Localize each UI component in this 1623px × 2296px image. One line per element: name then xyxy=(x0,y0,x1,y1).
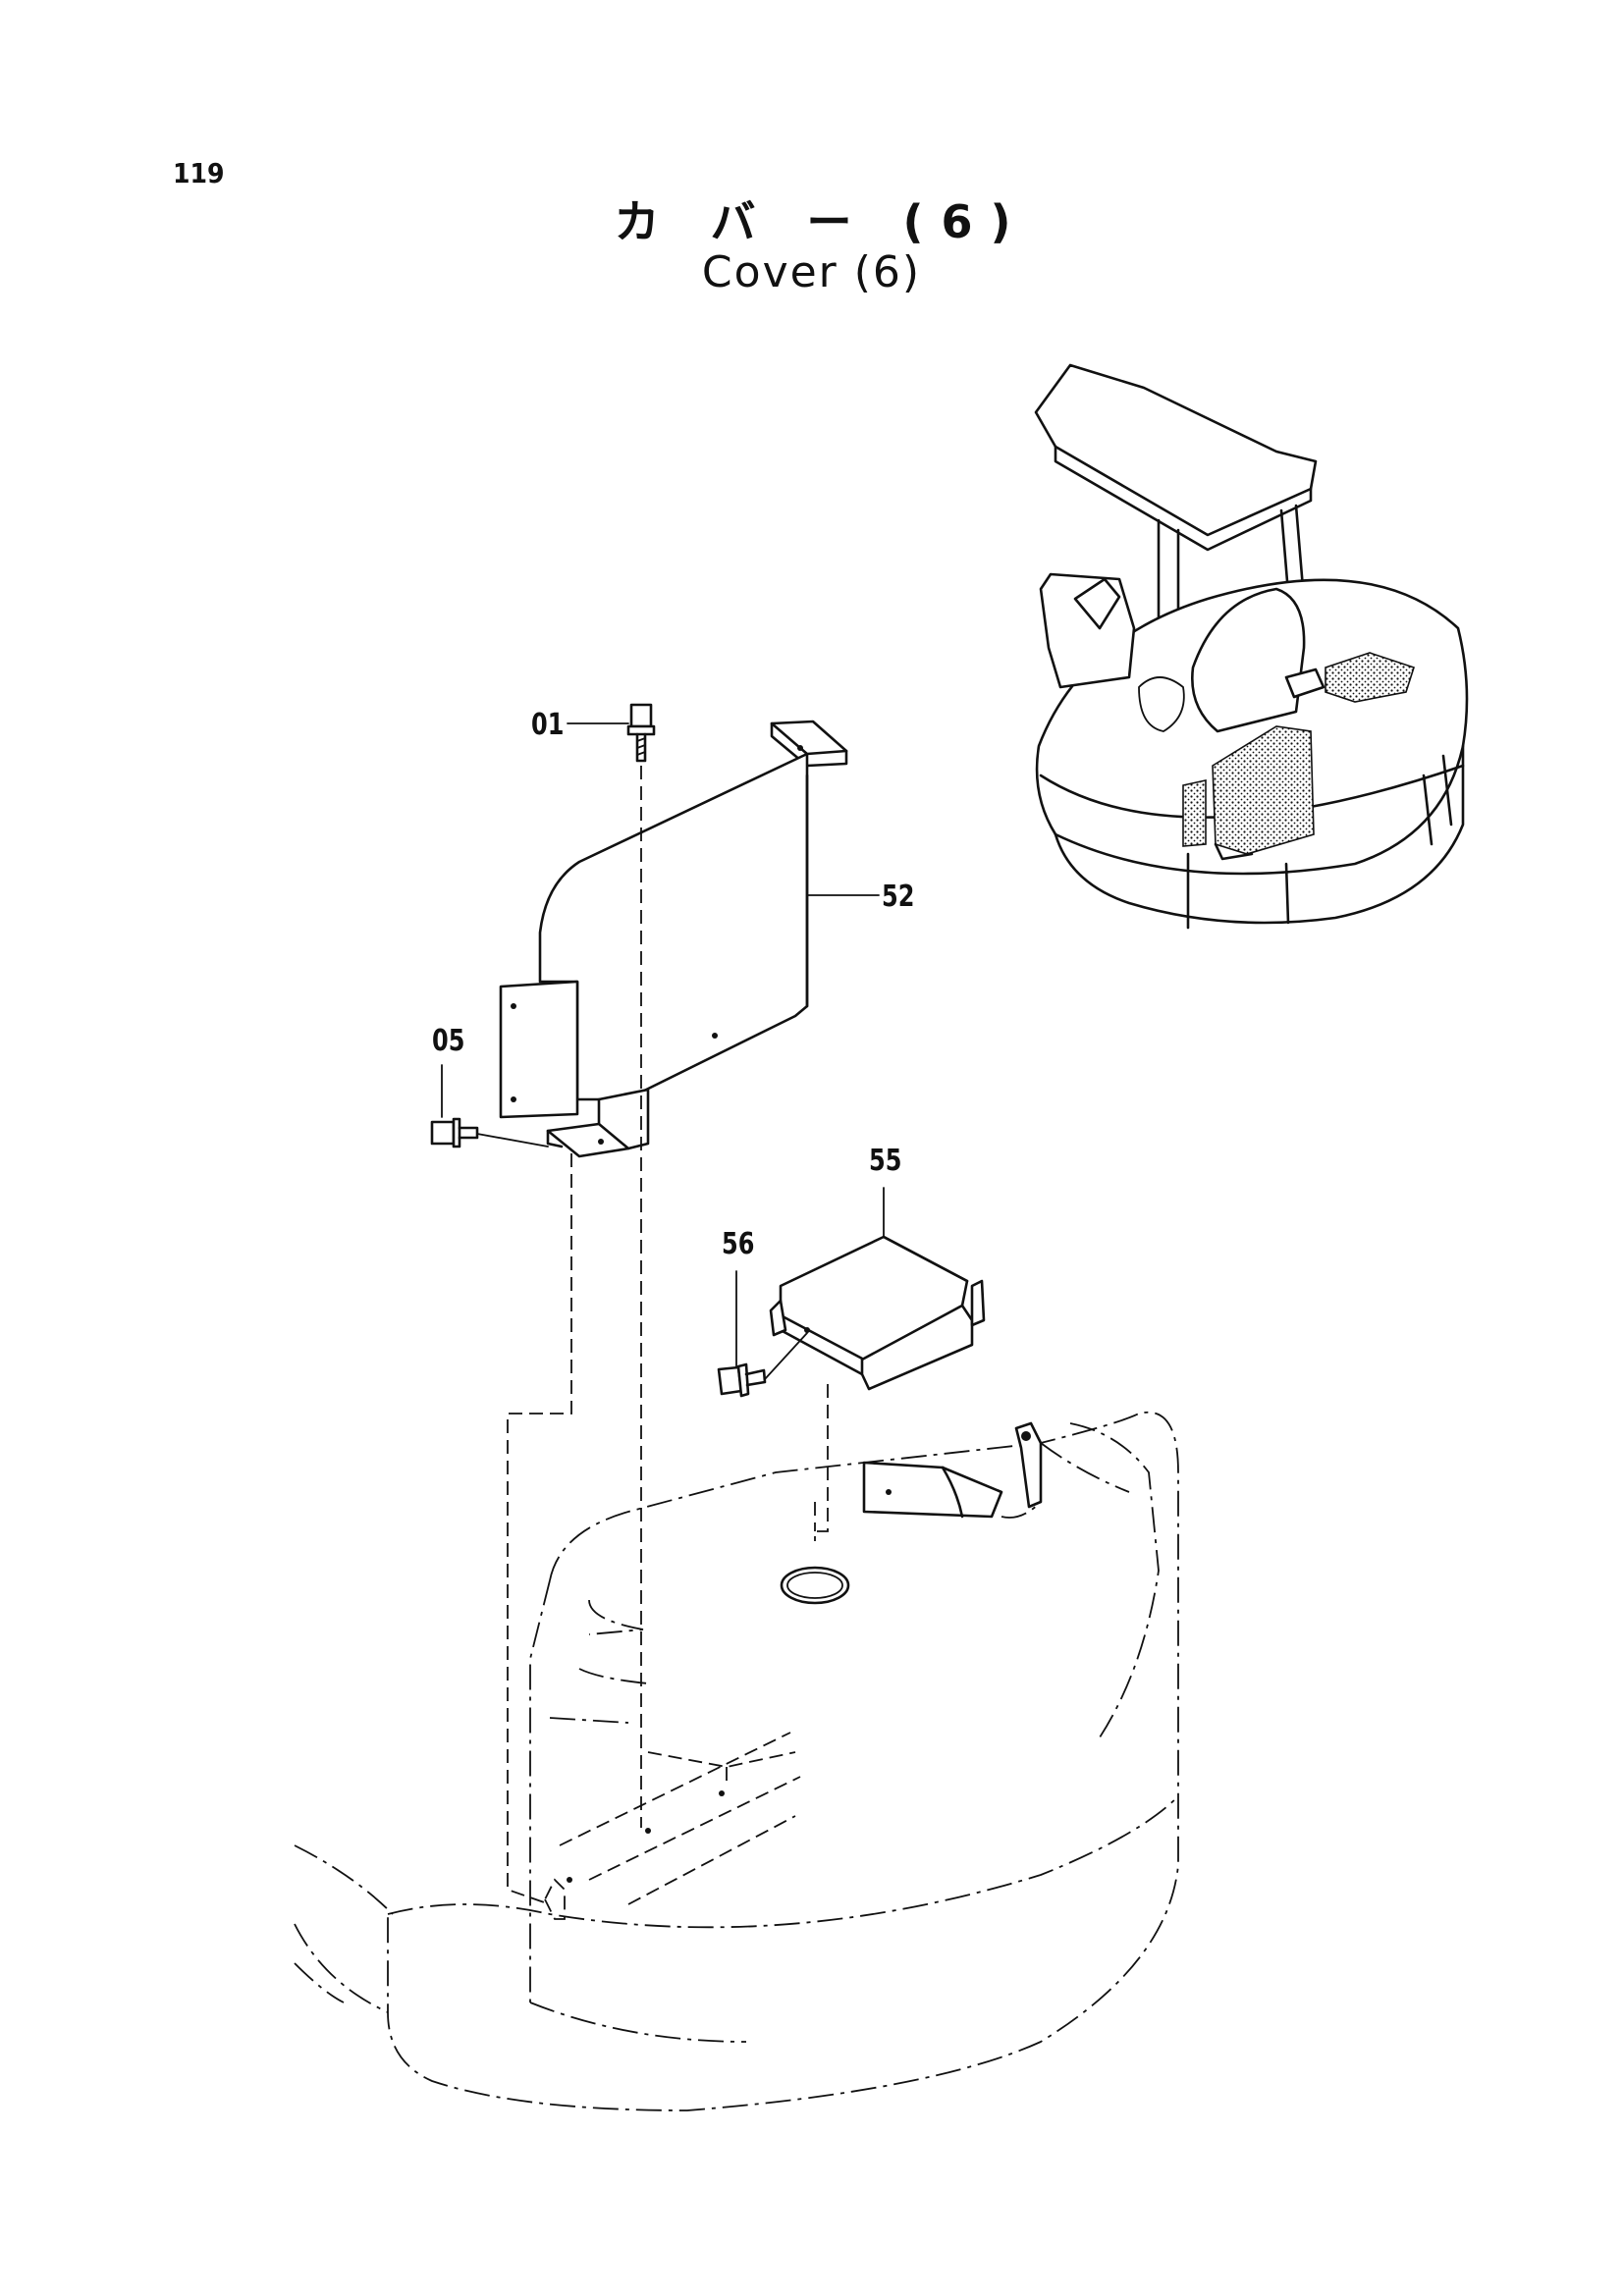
counterweight-body xyxy=(294,1411,1179,2111)
bolt-56 xyxy=(717,1362,767,1398)
callout-leaders xyxy=(441,722,885,1380)
assembly-guide-lines xyxy=(507,766,829,1905)
callout-05: 05 xyxy=(432,1024,465,1058)
machine-overview-inset xyxy=(1034,363,1469,930)
callout-01: 01 xyxy=(531,708,565,742)
page-number: 119 xyxy=(173,157,225,189)
page-title-english: Cover (6) xyxy=(701,247,922,297)
side-cover-plate-52 xyxy=(499,720,848,1158)
callout-55: 55 xyxy=(869,1144,902,1178)
callout-56: 56 xyxy=(722,1227,755,1261)
page-title-japanese: カ バ ー (6) xyxy=(614,195,1029,248)
cover-55 xyxy=(769,1235,986,1391)
callout-52: 52 xyxy=(882,880,915,914)
floor-mount-lines xyxy=(543,1732,801,1920)
bolt-05 xyxy=(430,1117,479,1148)
bolt-01 xyxy=(626,703,656,763)
